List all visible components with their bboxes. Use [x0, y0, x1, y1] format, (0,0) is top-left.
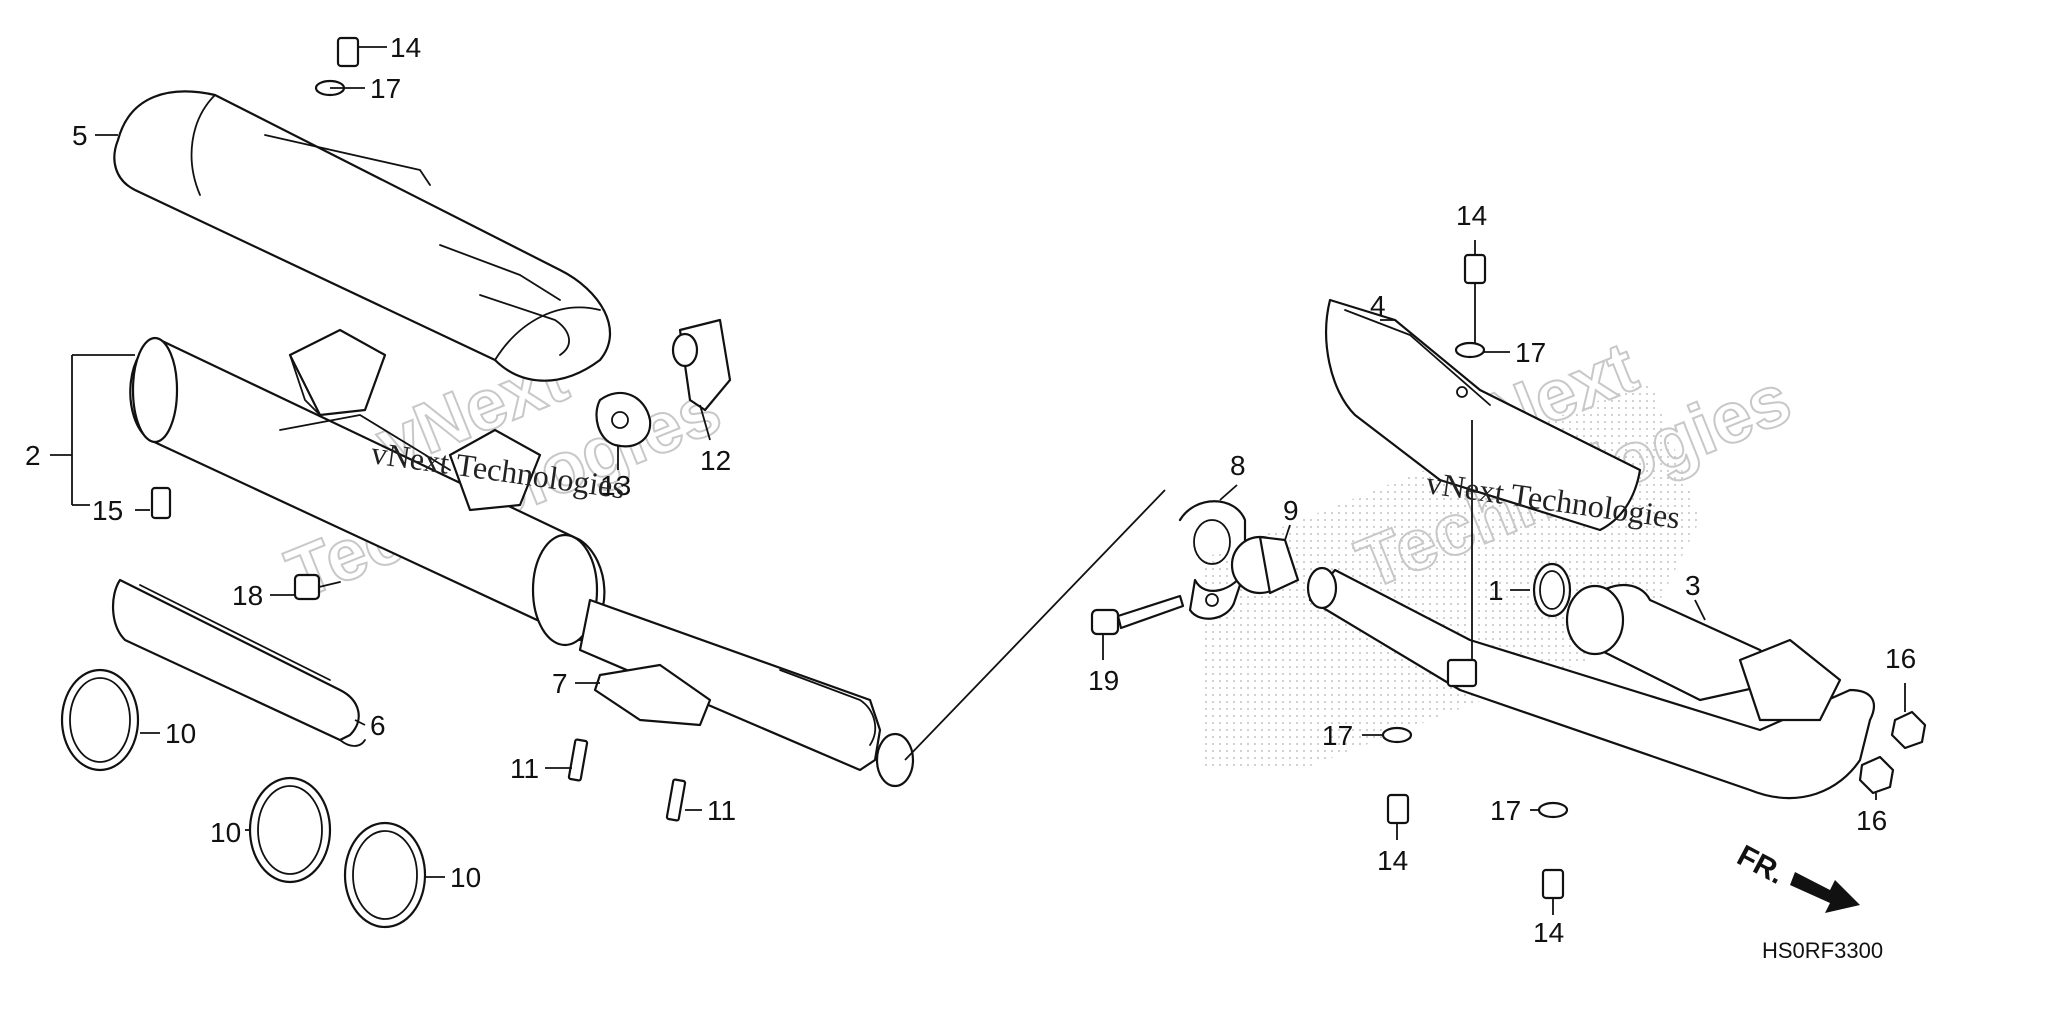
callout-9: 9	[1283, 495, 1299, 526]
fasteners-right	[1381, 253, 1927, 900]
callout-16-top: 16	[1885, 643, 1916, 674]
callout-11-right: 11	[707, 795, 736, 826]
callout-11-left: 11	[510, 753, 539, 784]
leader-lines	[50, 46, 1906, 915]
figure-code: HS0RF3300	[1762, 938, 1883, 963]
part-5-heat-protector	[113, 90, 612, 382]
part-8-clamp	[1178, 500, 1247, 620]
part-6-lower-protector	[111, 578, 366, 747]
callout-8: 8	[1230, 450, 1246, 481]
fasteners-left	[314, 36, 360, 97]
bolt-parts	[150, 486, 1185, 636]
part-9-sleeve	[1230, 535, 1300, 595]
callout-15: 15	[92, 495, 123, 526]
callout-14-top-left: 14	[390, 32, 421, 63]
callout-17-top-left: 17	[370, 73, 401, 104]
callout-14-top-right: 14	[1456, 200, 1487, 231]
callout-10-right: 10	[450, 862, 481, 893]
front-label: FR.	[1732, 839, 1790, 891]
callout-5: 5	[72, 120, 88, 151]
callout-17-bottom-left: 17	[1322, 720, 1353, 751]
assembly-link-line	[904, 489, 1166, 761]
front-arrow-icon	[1790, 872, 1860, 913]
part-3-exhaust-pipe	[1306, 566, 1875, 800]
callout-3: 3	[1685, 570, 1701, 601]
callout-1: 1	[1488, 575, 1504, 606]
part-11-studs	[567, 738, 687, 822]
part-1-gasket	[1532, 562, 1572, 618]
callout-labels: 14 17 5 2 15 18 6 10 10 10 7 11 11 12 13…	[25, 32, 1916, 948]
callout-17-top-right: 17	[1515, 337, 1546, 368]
callout-7: 7	[552, 668, 568, 699]
callout-18: 18	[232, 580, 263, 611]
callout-13: 13	[600, 470, 631, 501]
callout-10-middle: 10	[210, 817, 241, 848]
callout-17-bottom-right: 17	[1490, 795, 1521, 826]
part-12-13-gaskets	[595, 318, 732, 448]
callout-14-bottom-right: 14	[1533, 917, 1564, 948]
part-10-clamp-bands	[60, 668, 427, 929]
callout-2: 2	[25, 440, 41, 471]
callout-10-left: 10	[165, 718, 196, 749]
part-2-muffler	[129, 328, 915, 788]
front-direction-indicator: FR.	[1732, 839, 1860, 913]
part-7-bracket	[593, 663, 712, 727]
callout-16-bottom: 16	[1856, 805, 1887, 836]
part-4-pipe-protector	[1325, 298, 1642, 532]
callout-6: 6	[370, 710, 386, 741]
callout-19: 19	[1088, 665, 1119, 696]
callout-4: 4	[1370, 290, 1386, 321]
callout-14-bottom-left: 14	[1377, 845, 1408, 876]
callout-12: 12	[700, 445, 731, 476]
